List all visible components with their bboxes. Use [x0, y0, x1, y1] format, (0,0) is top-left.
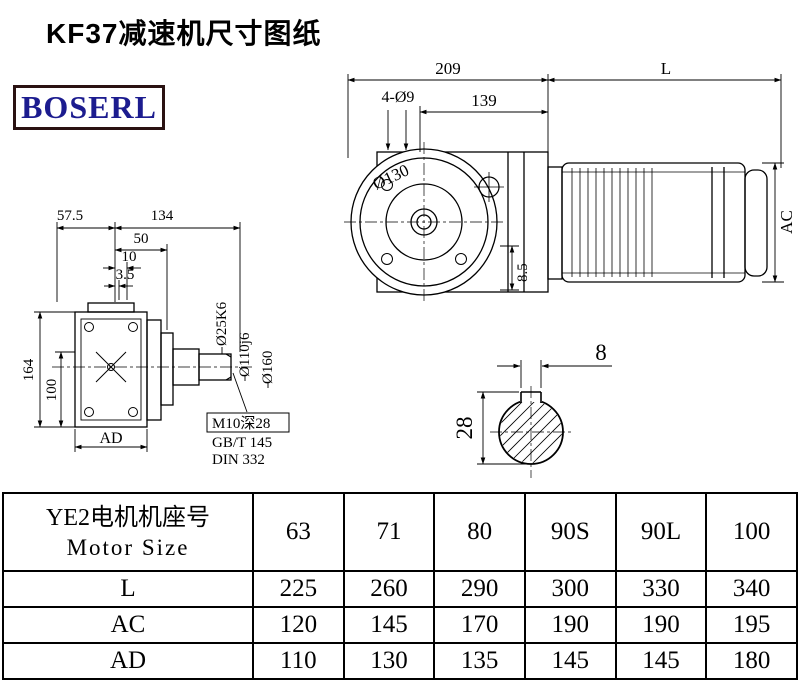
- table-cell: 225: [252, 570, 345, 608]
- dim-100: 100: [44, 379, 60, 402]
- size-col-63: 63: [252, 492, 345, 572]
- dim-28: 28: [452, 417, 477, 440]
- motor-fins: [571, 168, 653, 277]
- table-cell: 180: [705, 642, 798, 680]
- dim-209: 209: [435, 59, 461, 78]
- dim-o160: Ø160: [260, 351, 276, 384]
- dim-o110j6: Ø110j6: [237, 332, 253, 377]
- side-view-labels: 57.5 134 50 10 3.5 Ø25K6 Ø110j6 Ø160 164…: [21, 208, 276, 468]
- technical-drawing: 209 L 139 4-Ø9 Ø130 8.5 AC: [21, 59, 796, 478]
- flange-hole: [381, 179, 393, 191]
- table-cell: 145: [523, 642, 617, 680]
- table-cell: 290: [433, 570, 526, 608]
- row-label-AC: AC: [2, 606, 254, 644]
- side-view-dims: [34, 222, 290, 452]
- table-cell: 300: [523, 570, 617, 608]
- note-din: DIN 332: [212, 452, 265, 468]
- section-centerlines: [490, 386, 572, 478]
- dim-3-5: 3.5: [116, 267, 135, 283]
- table-cell: 190: [523, 606, 617, 644]
- dim-o25k6: Ø25K6: [214, 301, 230, 346]
- table-cell: 130: [342, 642, 436, 680]
- centerlines: [344, 142, 504, 302]
- brand-logo: BOSERL: [13, 85, 165, 130]
- dim-50: 50: [134, 231, 149, 247]
- front-view-dims: [347, 74, 784, 291]
- table-cell: 120: [252, 606, 345, 644]
- table-cell: 190: [614, 606, 708, 644]
- front-view: [344, 142, 768, 302]
- dim-ad: AD: [99, 430, 122, 447]
- note-thread: M10深28: [212, 415, 270, 432]
- dim-L: L: [661, 59, 671, 78]
- table-row-AD: AD 110 130 135 145 145 180: [2, 642, 798, 680]
- header-label-en: Motor Size: [66, 534, 190, 560]
- size-col-100: 100: [705, 492, 798, 572]
- side-view: [52, 302, 252, 428]
- dim-10: 10: [122, 249, 137, 265]
- row-label-AD: AD: [2, 642, 254, 680]
- note-gb: GB/T 145: [212, 435, 272, 451]
- size-col-71: 71: [342, 492, 436, 572]
- size-col-90s: 90S: [523, 492, 617, 572]
- dim-139: 139: [471, 91, 497, 110]
- table-cell: 340: [705, 570, 798, 608]
- section-dims: [477, 360, 612, 465]
- table-cell: 135: [433, 642, 526, 680]
- table-header-row: YE2电机机座号 Motor Size 63 71 80 90S 90L 100: [2, 492, 798, 572]
- motor-size-table: YE2电机机座号 Motor Size 63 71 80 90S 90L 100…: [2, 492, 798, 680]
- dim-57-5: 57.5: [57, 208, 83, 224]
- dim-ac: AC: [777, 210, 796, 234]
- table-cell: 170: [433, 606, 526, 644]
- motor-size-header-cell: YE2电机机座号 Motor Size: [2, 492, 254, 572]
- flange-hole: [381, 253, 393, 265]
- dim-8: 8: [595, 340, 607, 365]
- table-cell: 330: [614, 570, 708, 608]
- header-label-cn: YE2电机机座号: [46, 504, 210, 531]
- table-row-L: L 225 260 290 300 330 340: [2, 570, 798, 608]
- table-cell: 145: [342, 606, 436, 644]
- section-view: 8 28: [452, 340, 612, 478]
- dim-8-5: 8.5: [515, 263, 531, 282]
- dim-134: 134: [151, 208, 174, 224]
- page-title: KF37减速机尺寸图纸: [46, 18, 322, 49]
- table-cell: 195: [705, 606, 798, 644]
- table-row-AC: AC 120 145 170 190 190 195: [2, 606, 798, 644]
- size-col-80: 80: [433, 492, 526, 572]
- table-cell: 260: [342, 570, 436, 608]
- eyebolt-hole: [474, 172, 504, 202]
- table-cell: 145: [614, 642, 708, 680]
- flange-hole: [455, 253, 467, 265]
- row-label-L: L: [2, 570, 254, 608]
- front-view-labels: 209 L 139 4-Ø9 Ø130 8.5 AC: [370, 59, 796, 282]
- dim-4-o9: 4-Ø9: [382, 89, 415, 106]
- table-cell: 110: [252, 642, 345, 680]
- size-col-90l: 90L: [614, 492, 708, 572]
- dim-164: 164: [21, 358, 37, 381]
